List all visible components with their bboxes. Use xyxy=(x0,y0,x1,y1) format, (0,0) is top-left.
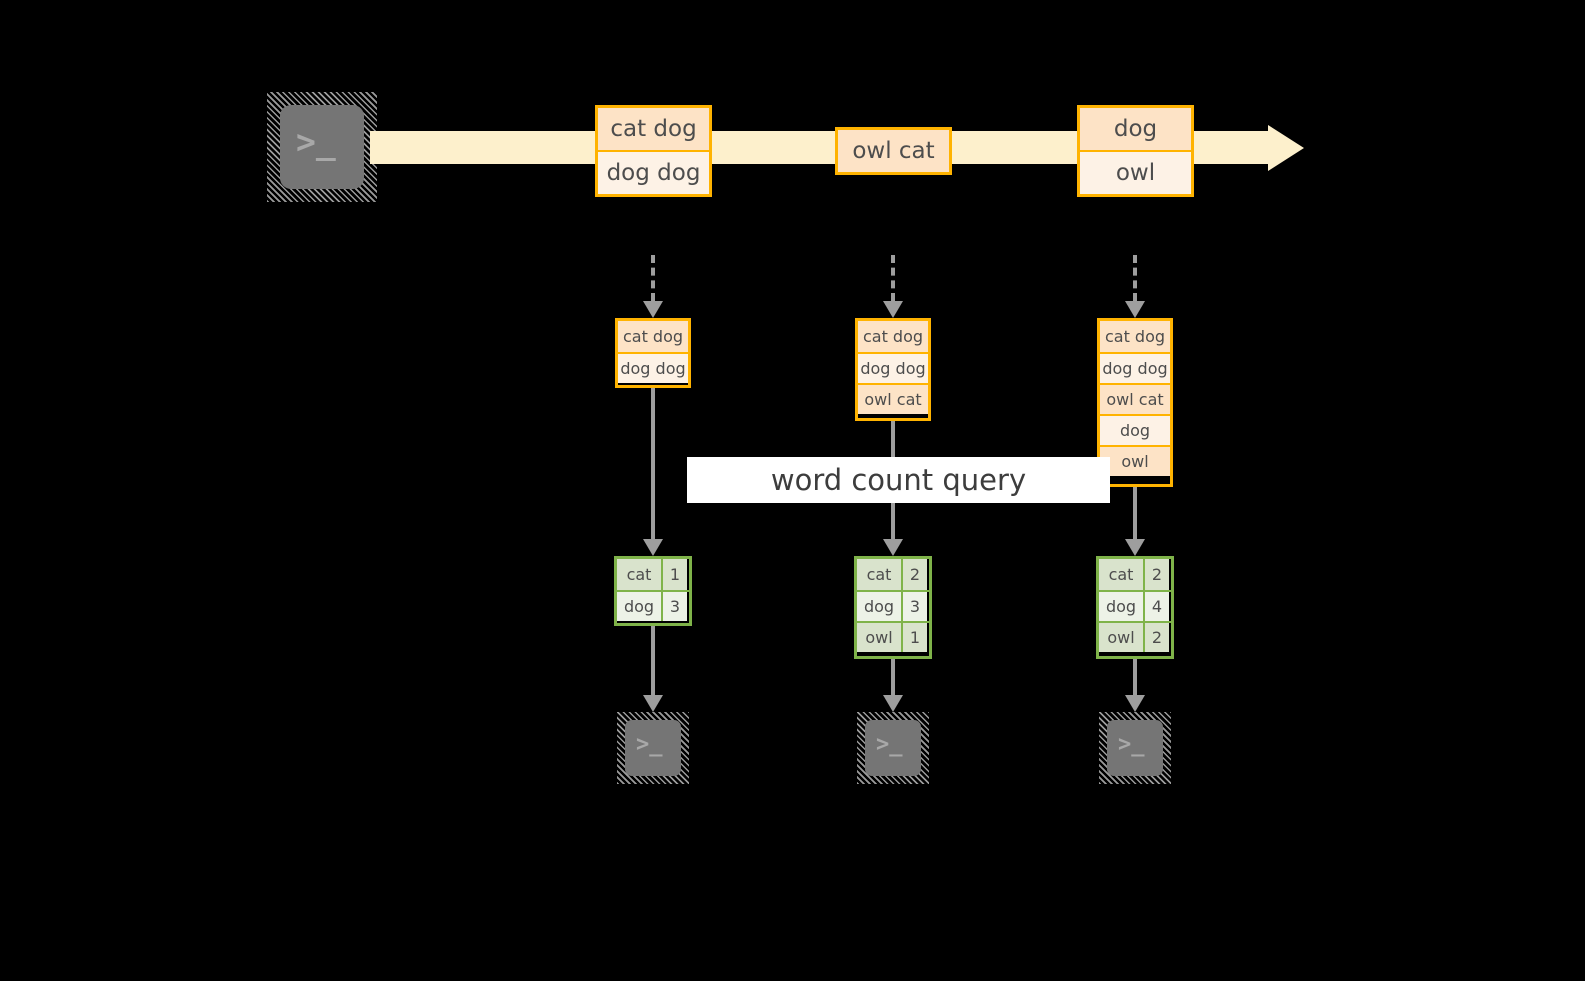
stream-message-line: owl xyxy=(1080,150,1191,194)
snapshot-2-output-flow-line xyxy=(891,659,895,695)
input-table-row: owl cat xyxy=(858,383,928,414)
result-count-cell: 2 xyxy=(901,559,927,590)
terminal-prompt-glyph: >_ xyxy=(636,732,663,757)
result-count-cell: 3 xyxy=(901,592,927,621)
terminal-body xyxy=(280,105,364,189)
snapshot-1-output-flow-line xyxy=(651,626,655,695)
terminal-body xyxy=(1107,720,1163,776)
stream-message-line: dog dog xyxy=(598,150,709,194)
snapshot-3-query-flow-arrowhead xyxy=(1125,539,1145,556)
snapshot-2-query-flow-arrowhead xyxy=(883,539,903,556)
snapshot-1-stream-tap-arrowhead xyxy=(643,301,663,318)
result-word-cell: dog xyxy=(617,592,661,621)
source-terminal-icon: >_ xyxy=(267,92,377,202)
result-word-cell: cat xyxy=(617,559,661,590)
stream-message-2[interactable]: owl cat xyxy=(835,127,952,175)
snapshot-1-stream-tap-line xyxy=(651,255,655,301)
terminal-body xyxy=(865,720,921,776)
snapshot-3-stream-tap-arrowhead xyxy=(1125,301,1145,318)
snapshot-1-query-flow-arrowhead xyxy=(643,539,663,556)
stream-message-line: cat dog xyxy=(598,108,709,150)
input-table-row: dog dog xyxy=(1100,352,1170,383)
snapshot-3-stream-tap-line xyxy=(1133,255,1137,301)
snapshot-3-output-flow-arrowhead xyxy=(1125,695,1145,712)
snapshot-2-output-flow-arrowhead xyxy=(883,695,903,712)
result-word-cell: owl xyxy=(857,623,901,652)
input-table-row: cat dog xyxy=(618,321,688,352)
terminal-prompt-glyph: >_ xyxy=(1118,732,1145,757)
snapshot-2-stream-tap-arrowhead xyxy=(883,301,903,318)
result-count-cell: 4 xyxy=(1143,592,1169,621)
terminal-prompt-glyph: >_ xyxy=(876,732,903,757)
snapshot-1-query-flow-line xyxy=(651,388,655,539)
snapshot-1-sink-terminal-icon: >_ xyxy=(617,712,689,784)
snapshot-1-output-flow-arrowhead xyxy=(643,695,663,712)
result-count-cell: 2 xyxy=(1143,623,1169,652)
result-count-cell: 3 xyxy=(661,592,687,621)
query-banner: word count query xyxy=(687,457,1110,503)
stream-arrowhead xyxy=(1268,124,1304,171)
input-table-row: dog dog xyxy=(618,352,688,383)
stream-message-line: dog xyxy=(1080,108,1191,150)
result-count-cell: 1 xyxy=(901,623,927,652)
result-word-cell: owl xyxy=(1099,623,1143,652)
result-count-cell: 1 xyxy=(661,559,687,590)
terminal-body xyxy=(625,720,681,776)
snapshot-3-query-flow-line xyxy=(1133,487,1137,539)
result-word-cell: dog xyxy=(1099,592,1143,621)
terminal-prompt-glyph: >_ xyxy=(296,122,336,161)
result-word-cell: cat xyxy=(1099,559,1143,590)
input-table-row: cat dog xyxy=(858,321,928,352)
result-word-cell: cat xyxy=(857,559,901,590)
input-table-row: dog dog xyxy=(858,352,928,383)
snapshot-2-sink-terminal-icon: >_ xyxy=(857,712,929,784)
stream-message-line: owl cat xyxy=(838,130,949,172)
snapshot-2-stream-tap-line xyxy=(891,255,895,301)
result-word-cell: dog xyxy=(857,592,901,621)
snapshot-3-sink-terminal-icon: >_ xyxy=(1099,712,1171,784)
result-count-cell: 2 xyxy=(1143,559,1169,590)
input-table-row: dog xyxy=(1100,414,1170,445)
snapshot-3-output-flow-line xyxy=(1133,659,1137,695)
input-table-row: owl xyxy=(1100,445,1170,476)
query-banner-label: word count query xyxy=(770,463,1027,497)
input-table-row: owl cat xyxy=(1100,383,1170,414)
input-table-row: cat dog xyxy=(1100,321,1170,352)
